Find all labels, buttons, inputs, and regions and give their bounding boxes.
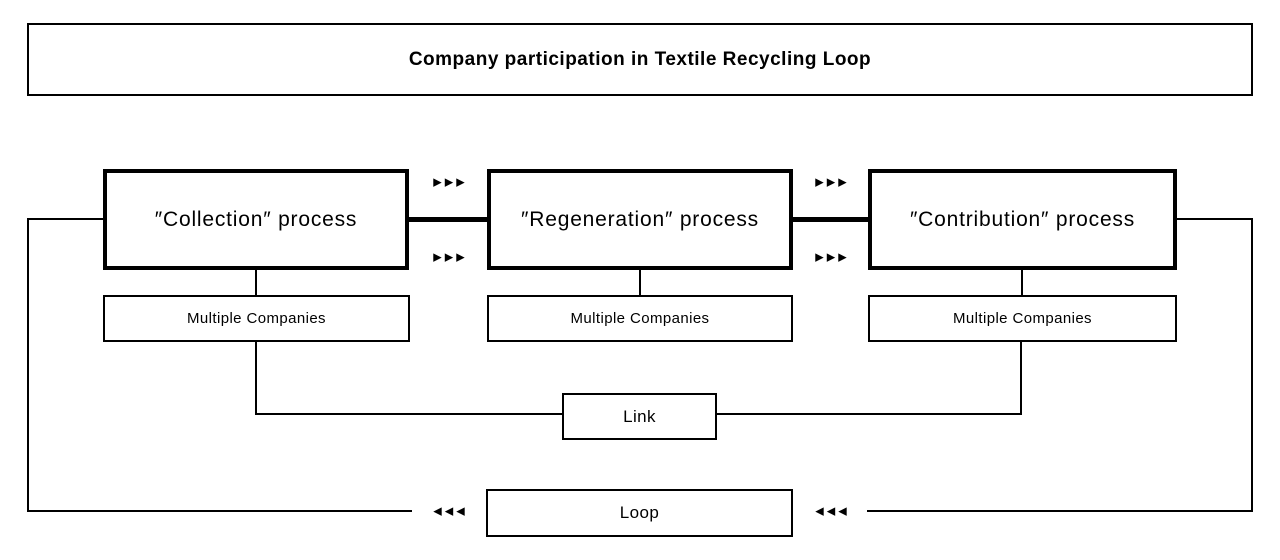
companies-box-regeneration: Multiple Companies	[487, 295, 793, 342]
link-label: Link	[623, 406, 656, 426]
link-horizontal-line-left	[255, 413, 562, 415]
process-label-collection: ″Collection″ process	[154, 207, 358, 231]
process-connector-line-2	[793, 217, 868, 222]
backward-arrows-icon: ◀◀◀	[815, 505, 850, 518]
link-box: Link	[562, 393, 717, 440]
forward-arrows-icon: ▶▶▶	[433, 251, 468, 264]
diagram-title-box: Company participation in Textile Recycli…	[27, 23, 1253, 96]
link-horizontal-line-right	[717, 413, 1022, 415]
process-to-companies-line-1	[255, 270, 257, 295]
loop-line-right-top-horizontal	[1177, 218, 1253, 220]
process-to-companies-line-2	[639, 270, 641, 295]
loop-line-left-top-horizontal	[27, 218, 103, 220]
companies-to-link-vertical-left	[255, 342, 257, 414]
companies-to-link-vertical-right	[1020, 342, 1022, 414]
companies-label-regeneration: Multiple Companies	[570, 310, 710, 327]
companies-label-contribution: Multiple Companies	[953, 310, 1092, 327]
diagram-title: Company participation in Textile Recycli…	[408, 48, 872, 70]
companies-box-contribution: Multiple Companies	[868, 295, 1177, 342]
process-label-regeneration: ″Regeneration″ process	[521, 207, 759, 231]
backward-arrows-icon: ◀◀◀	[433, 505, 468, 518]
process-box-contribution: ″Contribution″ process	[868, 169, 1177, 270]
forward-arrows-icon: ▶▶▶	[815, 176, 850, 189]
forward-arrows-icon: ▶▶▶	[815, 251, 850, 264]
loop-line-right-vertical	[1251, 218, 1253, 512]
loop-label: Loop	[619, 503, 660, 522]
process-box-collection: ″Collection″ process	[103, 169, 409, 270]
loop-line-left-vertical	[27, 218, 29, 512]
process-connector-line-1	[409, 217, 487, 222]
companies-label-collection: Multiple Companies	[187, 310, 326, 327]
loop-line-bottom-left-horizontal	[27, 510, 412, 512]
process-to-companies-line-3	[1021, 270, 1023, 295]
process-box-regeneration: ″Regeneration″ process	[487, 169, 793, 270]
process-label-contribution: ″Contribution″ process	[909, 207, 1136, 231]
loop-line-bottom-right-horizontal	[867, 510, 1253, 512]
loop-box: Loop	[486, 489, 793, 537]
forward-arrows-icon: ▶▶▶	[433, 176, 468, 189]
companies-box-collection: Multiple Companies	[103, 295, 410, 342]
